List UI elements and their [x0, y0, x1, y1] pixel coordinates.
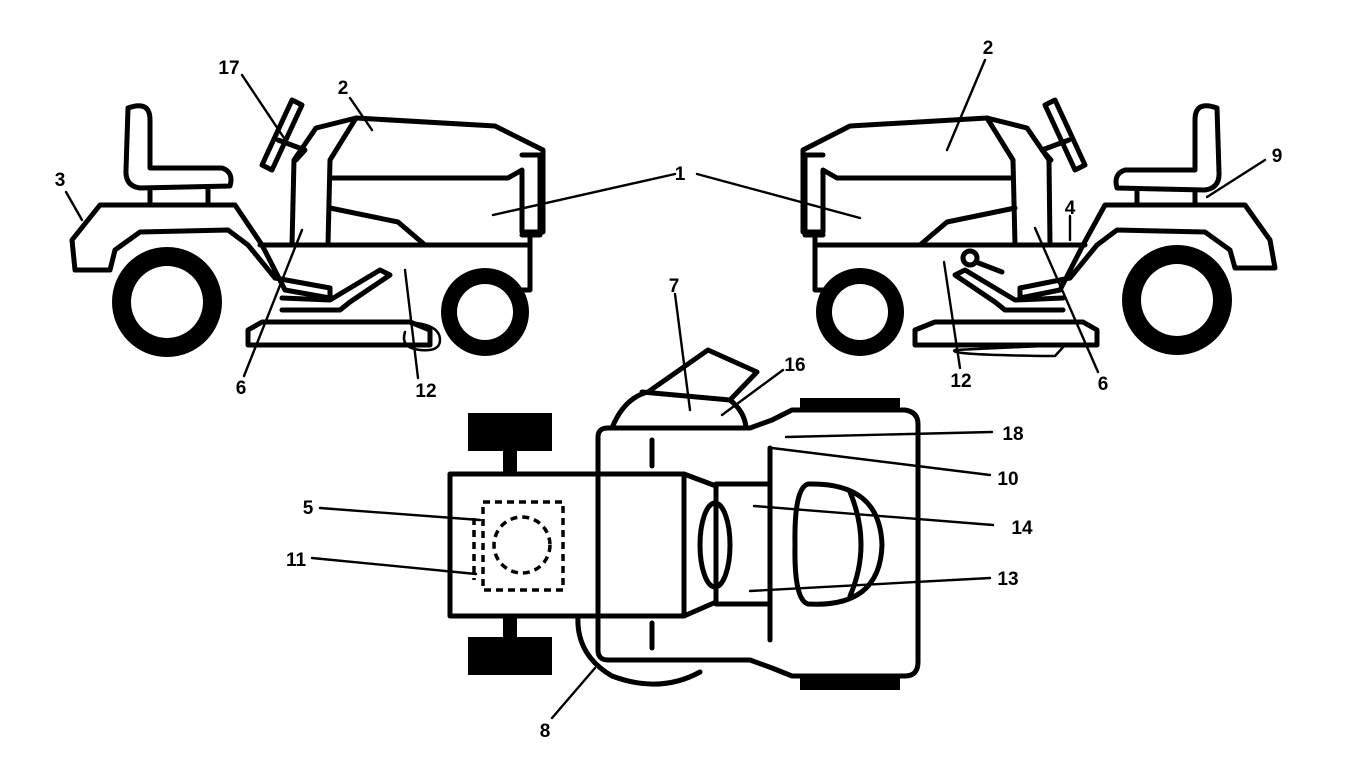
right-foot-pedal — [952, 267, 1066, 313]
left-seat — [123, 103, 234, 191]
left-seat-post — [147, 187, 211, 208]
right-dash-panel — [984, 115, 1053, 248]
top-rear-wheel-upper — [800, 398, 900, 410]
top-hood — [447, 471, 687, 619]
leader-6-left — [242, 228, 304, 378]
leader-10 — [770, 446, 992, 477]
callout-13: 13 — [997, 569, 1018, 590]
top-chute-inner — [639, 389, 733, 403]
callout-7: 7 — [669, 276, 680, 297]
right-lift-lever — [960, 248, 1005, 275]
leader-16 — [720, 368, 785, 417]
callout-2-right: 2 — [983, 38, 994, 59]
right-deck-belt — [952, 343, 1067, 358]
right-hood-grille — [802, 152, 826, 238]
left-rear-fender — [69, 202, 333, 301]
leader-7 — [673, 292, 692, 412]
callout-17: 17 — [218, 58, 239, 79]
right-seat — [1113, 103, 1222, 193]
callout-16: 16 — [784, 355, 805, 376]
leader-12-left — [403, 268, 420, 380]
callout-6-left: 6 — [236, 378, 247, 399]
top-rear-wheel-lower — [800, 678, 900, 690]
leader-2-left — [348, 96, 374, 132]
leader-12-right — [942, 260, 962, 370]
left-deck-belt — [398, 320, 442, 352]
left-side-view-tractor — [69, 97, 546, 357]
leader-5 — [318, 506, 482, 522]
leader-1-left — [491, 172, 677, 217]
leader-6-right — [1033, 226, 1100, 374]
right-side-view-tractor — [800, 97, 1278, 358]
callout-14: 14 — [1011, 518, 1033, 539]
right-rear-fender — [1017, 202, 1278, 301]
top-mower-deck — [575, 613, 703, 687]
left-steering-wheel — [259, 97, 305, 173]
leader-13 — [748, 576, 992, 593]
top-front-wheel-lower — [468, 637, 552, 675]
top-engine-decal-area — [481, 500, 565, 592]
top-engine-circle — [492, 515, 552, 575]
leader-9 — [1205, 158, 1267, 199]
callout-9: 9 — [1272, 146, 1283, 167]
callout-4: 4 — [1065, 198, 1076, 219]
leader-1-right — [695, 172, 862, 220]
callout-2-left: 2 — [338, 78, 349, 99]
right-seat-post — [1134, 187, 1198, 208]
top-center-panel — [713, 481, 773, 607]
left-rear-hub — [131, 266, 203, 338]
right-steering-wheel — [1042, 97, 1088, 173]
top-seat-back — [847, 489, 864, 599]
top-steering-wheel — [697, 500, 733, 590]
callout-labels: 1 2 2 3 17 6 12 9 4 12 6 7 16 18 10 14 1… — [55, 38, 1283, 742]
top-grass-chute — [609, 347, 760, 431]
callout-12-left: 12 — [415, 381, 436, 402]
leader-17 — [240, 73, 286, 140]
callout-11: 11 — [286, 550, 307, 571]
callout-18: 18 — [1002, 424, 1023, 445]
callout-1: 1 — [675, 164, 686, 185]
left-dash-panel — [289, 115, 359, 248]
leader-14 — [752, 504, 995, 527]
callout-8: 8 — [540, 721, 551, 742]
right-rear-hub — [1141, 264, 1213, 336]
leader-8 — [550, 666, 597, 720]
top-view-tractor — [447, 347, 921, 690]
leader-2-right — [945, 58, 987, 152]
top-front-axle-upper — [503, 451, 517, 473]
left-hood-grille — [519, 152, 543, 238]
callout-6-right: 6 — [1098, 374, 1109, 395]
right-front-hub — [832, 284, 888, 340]
leader-lines — [64, 58, 1267, 720]
callout-12-right: 12 — [950, 371, 971, 392]
leader-18 — [784, 430, 994, 439]
right-mower-deck — [912, 319, 1100, 348]
top-body — [595, 407, 921, 679]
top-dash-taper — [681, 471, 719, 619]
leader-3 — [64, 190, 84, 222]
left-mower-deck — [245, 319, 433, 348]
callout-5: 5 — [303, 498, 314, 519]
top-front-wheel-upper — [468, 413, 552, 451]
callout-3: 3 — [55, 170, 66, 191]
top-front-axle-lower — [503, 616, 517, 638]
left-front-hub — [457, 284, 513, 340]
top-seat — [792, 481, 885, 607]
leader-11 — [310, 556, 478, 576]
left-foot-pedal — [279, 267, 393, 313]
callout-10: 10 — [997, 469, 1018, 490]
